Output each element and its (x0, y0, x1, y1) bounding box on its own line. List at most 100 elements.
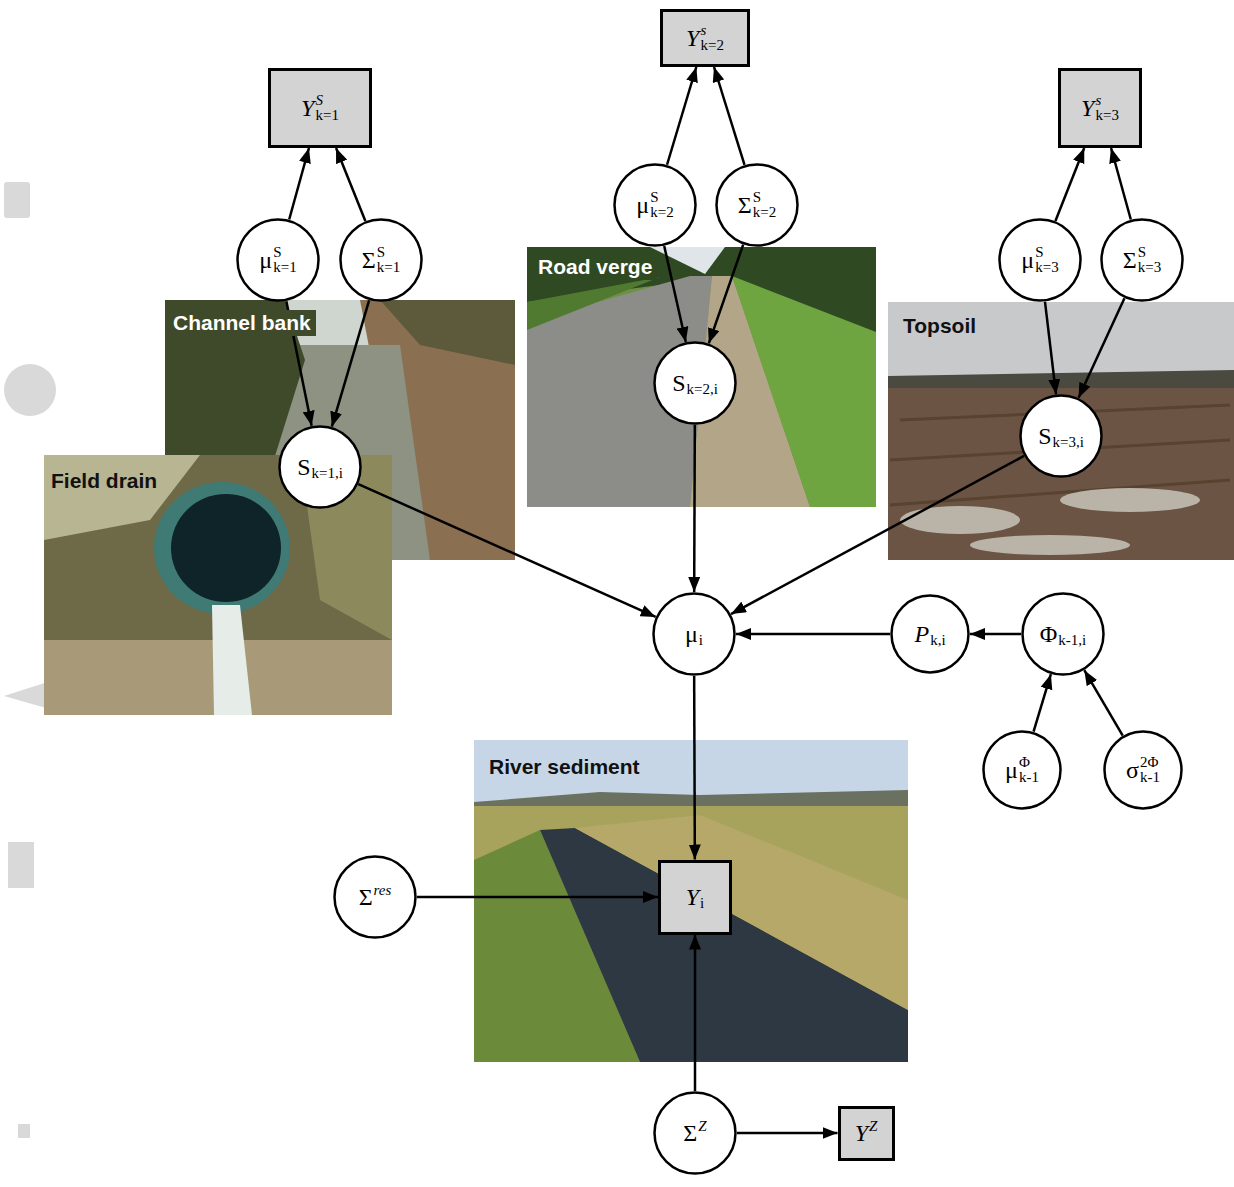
square-outline (839, 1107, 893, 1159)
circle-outline (238, 220, 319, 301)
node-symbol: Ysk=2 (686, 23, 724, 53)
dependency-arrow (731, 456, 1024, 614)
symbol-base: Σ (362, 248, 376, 272)
circle-outline (1102, 220, 1183, 301)
circle-outline (984, 732, 1061, 809)
script-stack: sk=2 (700, 23, 723, 53)
node-symbol: Sk=2,i (672, 369, 718, 397)
subscript: k,i (930, 633, 945, 648)
photo-reeds (575, 815, 908, 1010)
symbol-base: Σ (1123, 248, 1137, 272)
script-stack: k,i (930, 620, 945, 648)
circle-outline (1000, 220, 1081, 301)
page-mark (4, 364, 56, 416)
subscript: k=3 (1138, 260, 1161, 275)
dependency-arrow (667, 67, 696, 165)
script-stack: Sk=1 (315, 93, 338, 123)
parameter-circle: μSk=2 (613, 163, 697, 247)
parameter-circle: μΦk-1 (982, 730, 1062, 810)
square-outline (270, 70, 371, 147)
script-stack: i (699, 620, 703, 648)
observed-data-box: YZ (838, 1106, 895, 1161)
circle-outline (615, 165, 696, 246)
symbol-base: Σ (359, 885, 373, 909)
superscript: S (1035, 245, 1058, 260)
script-stack: k-1,i (1058, 620, 1086, 648)
symbol-base: Y (686, 885, 699, 909)
dependency-arrow (332, 300, 369, 426)
photo-ground (527, 247, 876, 507)
symbol-base: Σ (738, 193, 752, 217)
symbol-base: Y (1081, 96, 1094, 120)
symbol-base: μ (685, 622, 698, 646)
observed-data-box: Ysk=3 (1058, 68, 1142, 148)
subscript: k-1 (1140, 770, 1160, 785)
road-verge-photo (527, 247, 876, 507)
circle-outline (717, 165, 798, 246)
subscript: k-1 (1019, 770, 1039, 785)
script-stack: Z (869, 1119, 877, 1147)
superscript: S (1138, 245, 1161, 260)
script-stack: k=2,i (686, 369, 717, 397)
node-symbol: Ysk=3 (1081, 93, 1119, 123)
photo-treeline (888, 370, 1234, 390)
dependency-arrow (417, 896, 658, 899)
photo-soil (888, 388, 1234, 560)
subscript: k=2 (650, 205, 673, 220)
parameter-circle: Sk=3,i (1019, 394, 1103, 478)
circle-outline (335, 857, 416, 938)
square-outline (660, 861, 731, 933)
photo-treeline (474, 790, 908, 808)
script-stack: Sk=2 (650, 190, 673, 220)
dependency-arrow (1079, 298, 1125, 398)
photo-caption: Road verge (533, 254, 657, 280)
circle-outline (654, 594, 735, 675)
parameter-circle: ΣSk=2 (715, 163, 799, 247)
river-sediment-photo (474, 740, 908, 1062)
parameter-circle: Sk=1,i (278, 425, 362, 509)
page-mark (8, 842, 34, 888)
node-symbol: μSk=2 (636, 190, 673, 220)
symbol-base: P (914, 622, 929, 646)
circle-outline (341, 220, 422, 301)
node-symbol: Yi (686, 883, 705, 911)
script-stack: res (374, 883, 392, 911)
dependency-arrow (737, 1132, 838, 1135)
subscript: k=1 (315, 108, 338, 123)
script-stack: i (700, 883, 704, 911)
dependency-arrow (694, 935, 697, 1092)
node-symbol: μSk=1 (259, 245, 296, 275)
page-mark (18, 1124, 30, 1138)
subscript: k=2 (700, 38, 723, 53)
node-symbol: ΣZ (683, 1119, 706, 1147)
dependency-arrow (693, 425, 696, 592)
circle-outline (1105, 732, 1182, 809)
symbol-base: μ (636, 193, 649, 217)
node-symbol: μΦk-1 (1005, 755, 1039, 785)
subscript: k=3,i (1052, 435, 1083, 450)
dependency-arrow (1034, 674, 1051, 731)
square-outline (1060, 70, 1141, 147)
dependency-arrow (1045, 302, 1056, 395)
circle-outline (655, 1093, 736, 1174)
node-outline (890, 594, 970, 674)
subscript: k=2 (753, 205, 776, 220)
node-symbol: ΣSk=2 (738, 190, 776, 220)
parameter-circle: ΣSk=1 (339, 218, 423, 302)
parameter-circle: ΣSk=3 (1100, 218, 1184, 302)
symbol-base: Φ (1040, 622, 1058, 646)
circle-outline (1023, 594, 1104, 675)
photo-sky (888, 302, 1234, 382)
photo-caption: Topsoil (898, 313, 981, 339)
superscript: S (315, 93, 338, 108)
script-stack: Sk=1 (377, 245, 400, 275)
dependency-arrow (709, 245, 743, 344)
parameter-circle: μSk=1 (236, 218, 320, 302)
node-symbol: Σres (359, 883, 392, 911)
subscript: k=3 (1035, 260, 1058, 275)
dependency-arrow (358, 484, 655, 617)
superscript: res (374, 883, 392, 898)
node-symbol: ΣSk=1 (362, 245, 400, 275)
